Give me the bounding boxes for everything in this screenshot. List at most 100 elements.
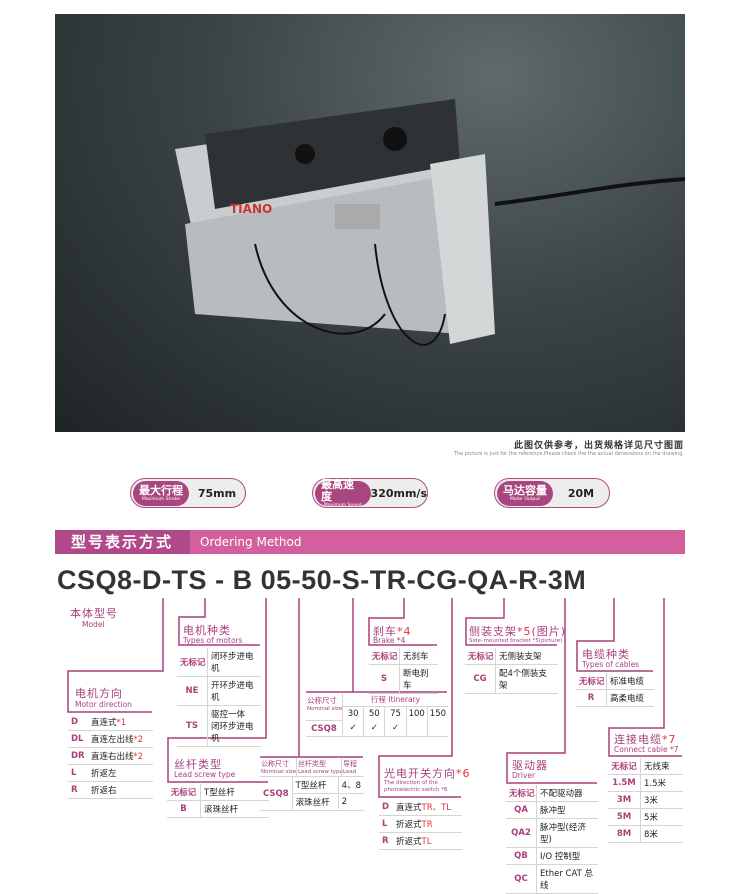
option-text: 高柔电缆 xyxy=(610,694,645,704)
option-text: 直连右出线 xyxy=(91,752,134,762)
option-code: R xyxy=(587,693,595,703)
photo-switch-title: 光电开关方向*6 xyxy=(384,767,471,780)
option-description: 直连式*1 xyxy=(88,714,153,730)
spec-label: 最高速度 xyxy=(321,477,354,503)
option-code: 无标记 xyxy=(468,652,494,662)
driver-title: 驱动器 xyxy=(512,759,548,772)
option-code: 1.5M xyxy=(612,778,636,788)
section-title-cn: 型号表示方式 xyxy=(55,530,190,554)
option-description: 无侧装支架 xyxy=(495,648,558,664)
spec-label-en: Maximum Stroke xyxy=(142,496,180,502)
code-segment: - xyxy=(132,565,143,595)
brand-logo: TIANO xyxy=(230,202,273,216)
option-text: 断电刹车 xyxy=(403,669,429,691)
code-segment: CG xyxy=(416,565,458,595)
option-description: 直连右出线*2 xyxy=(88,748,153,764)
option-text: 5米 xyxy=(644,813,658,823)
table-row: 无标记标准电缆 xyxy=(576,673,654,690)
code-segment: - xyxy=(457,565,468,595)
motor-direction-title: 电机方向 xyxy=(75,687,123,700)
option-code: R xyxy=(382,836,389,846)
option-description: 脉冲型(经济型) xyxy=(536,819,598,847)
option-description: 高柔电缆 xyxy=(606,690,654,706)
code-segment: S xyxy=(341,565,361,595)
option-description: 闭环步进电机 xyxy=(207,648,261,676)
stroke-value: 30 xyxy=(347,709,359,719)
table-row: R 高柔电缆 xyxy=(576,690,654,707)
option-text: 标准电缆 xyxy=(610,677,645,687)
spec-value: 20M xyxy=(567,486,595,500)
code-segment: R xyxy=(518,565,539,595)
table-row: NE 开环步进电机 xyxy=(177,677,261,706)
table-row: 无标记无侧装支架 xyxy=(465,648,558,665)
connect-cable-title-en: Connect cable *7 xyxy=(614,745,679,754)
option-description: 折返右 xyxy=(88,782,153,798)
code-segment: QA xyxy=(467,565,509,595)
model-title: 本体型号 xyxy=(70,607,118,620)
model-code: CSQ8-D-TS - B 05-50-S-TR-CG-QA-R-3M xyxy=(57,565,586,596)
lead-screw-title-en: Lead screw type xyxy=(174,770,236,779)
product-photo: TIANO xyxy=(55,14,686,432)
option-code: QA xyxy=(514,805,528,815)
cable-type-title-en: Types of cables xyxy=(582,660,640,669)
table-row: 无标记无线束 xyxy=(608,758,683,775)
option-text: 无线束 xyxy=(644,762,670,772)
spec-label-en: Maximum Speed xyxy=(323,502,362,508)
option-code: S xyxy=(380,674,388,684)
option-description: 无线束 xyxy=(640,758,683,774)
stroke-value: 150 xyxy=(426,707,448,721)
brake-title: 刹车*4 xyxy=(373,625,412,638)
option-text: 脉冲型 xyxy=(540,806,566,816)
option-text: 8米 xyxy=(644,830,658,840)
option-note: TL xyxy=(421,837,432,847)
option-description: Ether CAT 总线 xyxy=(536,865,598,893)
option-description: 滚珠丝杆 xyxy=(200,801,269,817)
option-text: 脉冲型(经济型) xyxy=(540,823,586,845)
option-code: 无标记 xyxy=(611,762,637,772)
option-text: 折返式 xyxy=(396,820,422,830)
option-description: 8米 xyxy=(640,826,683,842)
option-code: 8M xyxy=(616,829,632,839)
option-text: 配4个侧装支架 xyxy=(499,669,547,691)
motor-direction-title-en: Motor direction xyxy=(75,700,132,709)
connect-cable-title: 连接电缆*7 xyxy=(614,733,677,746)
option-code: B xyxy=(180,804,187,814)
option-note: TR xyxy=(421,820,433,830)
option-text: 1.5米 xyxy=(644,779,667,789)
driver-title-en: Driver xyxy=(512,771,536,780)
option-code: 无标记 xyxy=(180,658,206,668)
stroke-value: 75 xyxy=(384,707,405,721)
table-row: 无标记不配驱动器 xyxy=(506,785,598,802)
option-text: 折返右 xyxy=(91,786,117,796)
option-description: I/O 控制型 xyxy=(536,848,598,864)
option-text: Ether CAT 总线 xyxy=(540,869,594,891)
bracket-title: 侧装支架*5(图片) xyxy=(469,625,567,638)
table-row: 1.5M 1.5米 xyxy=(608,775,683,792)
stroke-mark xyxy=(405,721,427,736)
option-code: D xyxy=(71,717,79,727)
option-description: 开环步进电机 xyxy=(207,677,261,705)
option-text: 驱控一体 闭环步进电机 xyxy=(211,710,254,744)
code-segment: - xyxy=(215,565,225,595)
lead-model: CSQ8 xyxy=(263,788,289,799)
option-code: R xyxy=(71,785,78,795)
stroke-value: 50 xyxy=(363,707,384,721)
code-segment: - xyxy=(332,565,342,595)
option-code: DR xyxy=(71,751,85,761)
option-code: NE xyxy=(185,686,199,696)
